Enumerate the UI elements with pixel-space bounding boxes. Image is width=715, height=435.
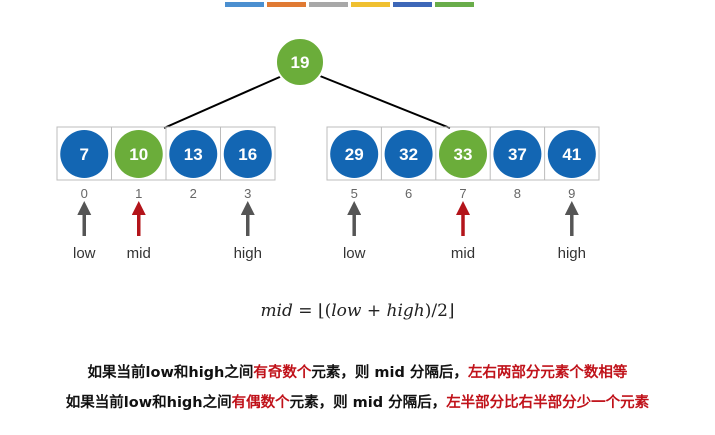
array-node-label: 10 bbox=[129, 145, 148, 164]
left-array: 7 10 13 16 0 1 2 3 low mid high bbox=[56, 126, 276, 262]
stripe-gray bbox=[309, 2, 348, 7]
pointer-label-low: low bbox=[73, 245, 96, 262]
stripe-blue bbox=[225, 2, 264, 7]
array-index-label: 3 bbox=[244, 186, 251, 201]
binary-search-diagram: 19 7 10 13 16 0 1 2 3 low mid high 29 32 33 37 41 5 6… bbox=[56, 37, 600, 262]
statement-count-phrase: 有偶数个 bbox=[231, 395, 290, 411]
array-node: 10 bbox=[114, 130, 163, 178]
array-node-circle bbox=[60, 130, 109, 178]
array-node-label: 37 bbox=[508, 145, 527, 164]
pointer-label-low: low bbox=[343, 245, 366, 262]
array-node-circle bbox=[223, 130, 272, 178]
formula-mid: mid bbox=[260, 301, 293, 321]
mid-formula: mid = ⌊(low + high)/2⌋ bbox=[0, 301, 715, 321]
array-index-label: 9 bbox=[568, 186, 575, 201]
array-index-label: 2 bbox=[190, 186, 197, 201]
array-node-circle bbox=[169, 130, 218, 178]
array-node-circle bbox=[439, 130, 487, 178]
formula-tail: )/2⌋ bbox=[424, 301, 455, 321]
array-node-label: 32 bbox=[399, 145, 418, 164]
pointer-label-mid: mid bbox=[451, 245, 475, 262]
array-node-label: 33 bbox=[454, 145, 473, 164]
formula-plus: + bbox=[361, 301, 387, 321]
color-stripes bbox=[225, 2, 474, 7]
root-node-label: 19 bbox=[291, 53, 310, 72]
statement-middle: 元素，则 mid 分隔后， bbox=[311, 365, 468, 381]
statement-count-phrase: 有奇数个 bbox=[253, 365, 312, 381]
stripe-navy bbox=[393, 2, 432, 7]
array-index-label: 7 bbox=[459, 186, 466, 201]
array-index-label: 6 bbox=[405, 186, 412, 201]
odd-count-statement: 如果当前low和high之间有奇数个元素，则 mid 分隔后，左右两部分元素个数… bbox=[0, 361, 715, 382]
array-node-label: 29 bbox=[345, 145, 364, 164]
right-array: 29 32 33 37 41 5 6 7 8 9 low mid high bbox=[326, 126, 600, 262]
array-index-label: 0 bbox=[81, 186, 88, 201]
array-node-circle bbox=[547, 130, 596, 178]
formula-high: high bbox=[386, 301, 425, 321]
array-node: 33 bbox=[439, 130, 487, 178]
array-index-label: 5 bbox=[351, 186, 358, 201]
formula-eq: = ⌊( bbox=[292, 301, 332, 321]
pointer-label-high: high bbox=[234, 245, 262, 262]
statement-conclusion: 左半部分比右半部分少一个元素 bbox=[446, 395, 650, 411]
array-node-label: 41 bbox=[562, 145, 581, 164]
even-count-statement: 如果当前low和high之间有偶数个元素，则 mid 分隔后，左半部分比右半部分… bbox=[0, 391, 715, 412]
stripe-yellow bbox=[351, 2, 390, 7]
edge-root-right bbox=[319, 75, 451, 129]
array-node: 32 bbox=[384, 130, 433, 178]
array-index-label: 1 bbox=[135, 186, 142, 201]
array-node-label: 16 bbox=[238, 145, 257, 164]
statement-prefix: 如果当前low和high之间 bbox=[87, 365, 254, 381]
array-node: 16 bbox=[223, 130, 272, 178]
stripe-green bbox=[435, 2, 474, 7]
array-node: 41 bbox=[547, 130, 596, 178]
pointer-label-mid: mid bbox=[127, 245, 151, 262]
array-node-circle bbox=[114, 130, 163, 178]
array-node-circle bbox=[384, 130, 433, 178]
formula-low: low bbox=[331, 301, 362, 321]
array-node-circle bbox=[493, 130, 542, 178]
array-node: 13 bbox=[169, 130, 218, 178]
root-node: 19 bbox=[275, 37, 325, 87]
array-node: 7 bbox=[60, 130, 109, 178]
statement-middle: 元素，则 mid 分隔后， bbox=[289, 395, 447, 411]
statement-conclusion: 左右两部分元素个数相等 bbox=[467, 365, 628, 381]
array-node: 37 bbox=[493, 130, 542, 178]
statement-prefix: 如果当前low和high之间 bbox=[65, 395, 232, 411]
pointer-label-high: high bbox=[558, 245, 586, 262]
array-index-label: 8 bbox=[514, 186, 521, 201]
array-node-circle bbox=[330, 130, 379, 178]
edge-root-left bbox=[163, 75, 283, 129]
array-node-label: 13 bbox=[184, 145, 203, 164]
array-node-label: 7 bbox=[80, 145, 89, 164]
array-node: 29 bbox=[330, 130, 379, 178]
stripe-orange bbox=[267, 2, 306, 7]
right-array-frame bbox=[326, 126, 600, 181]
